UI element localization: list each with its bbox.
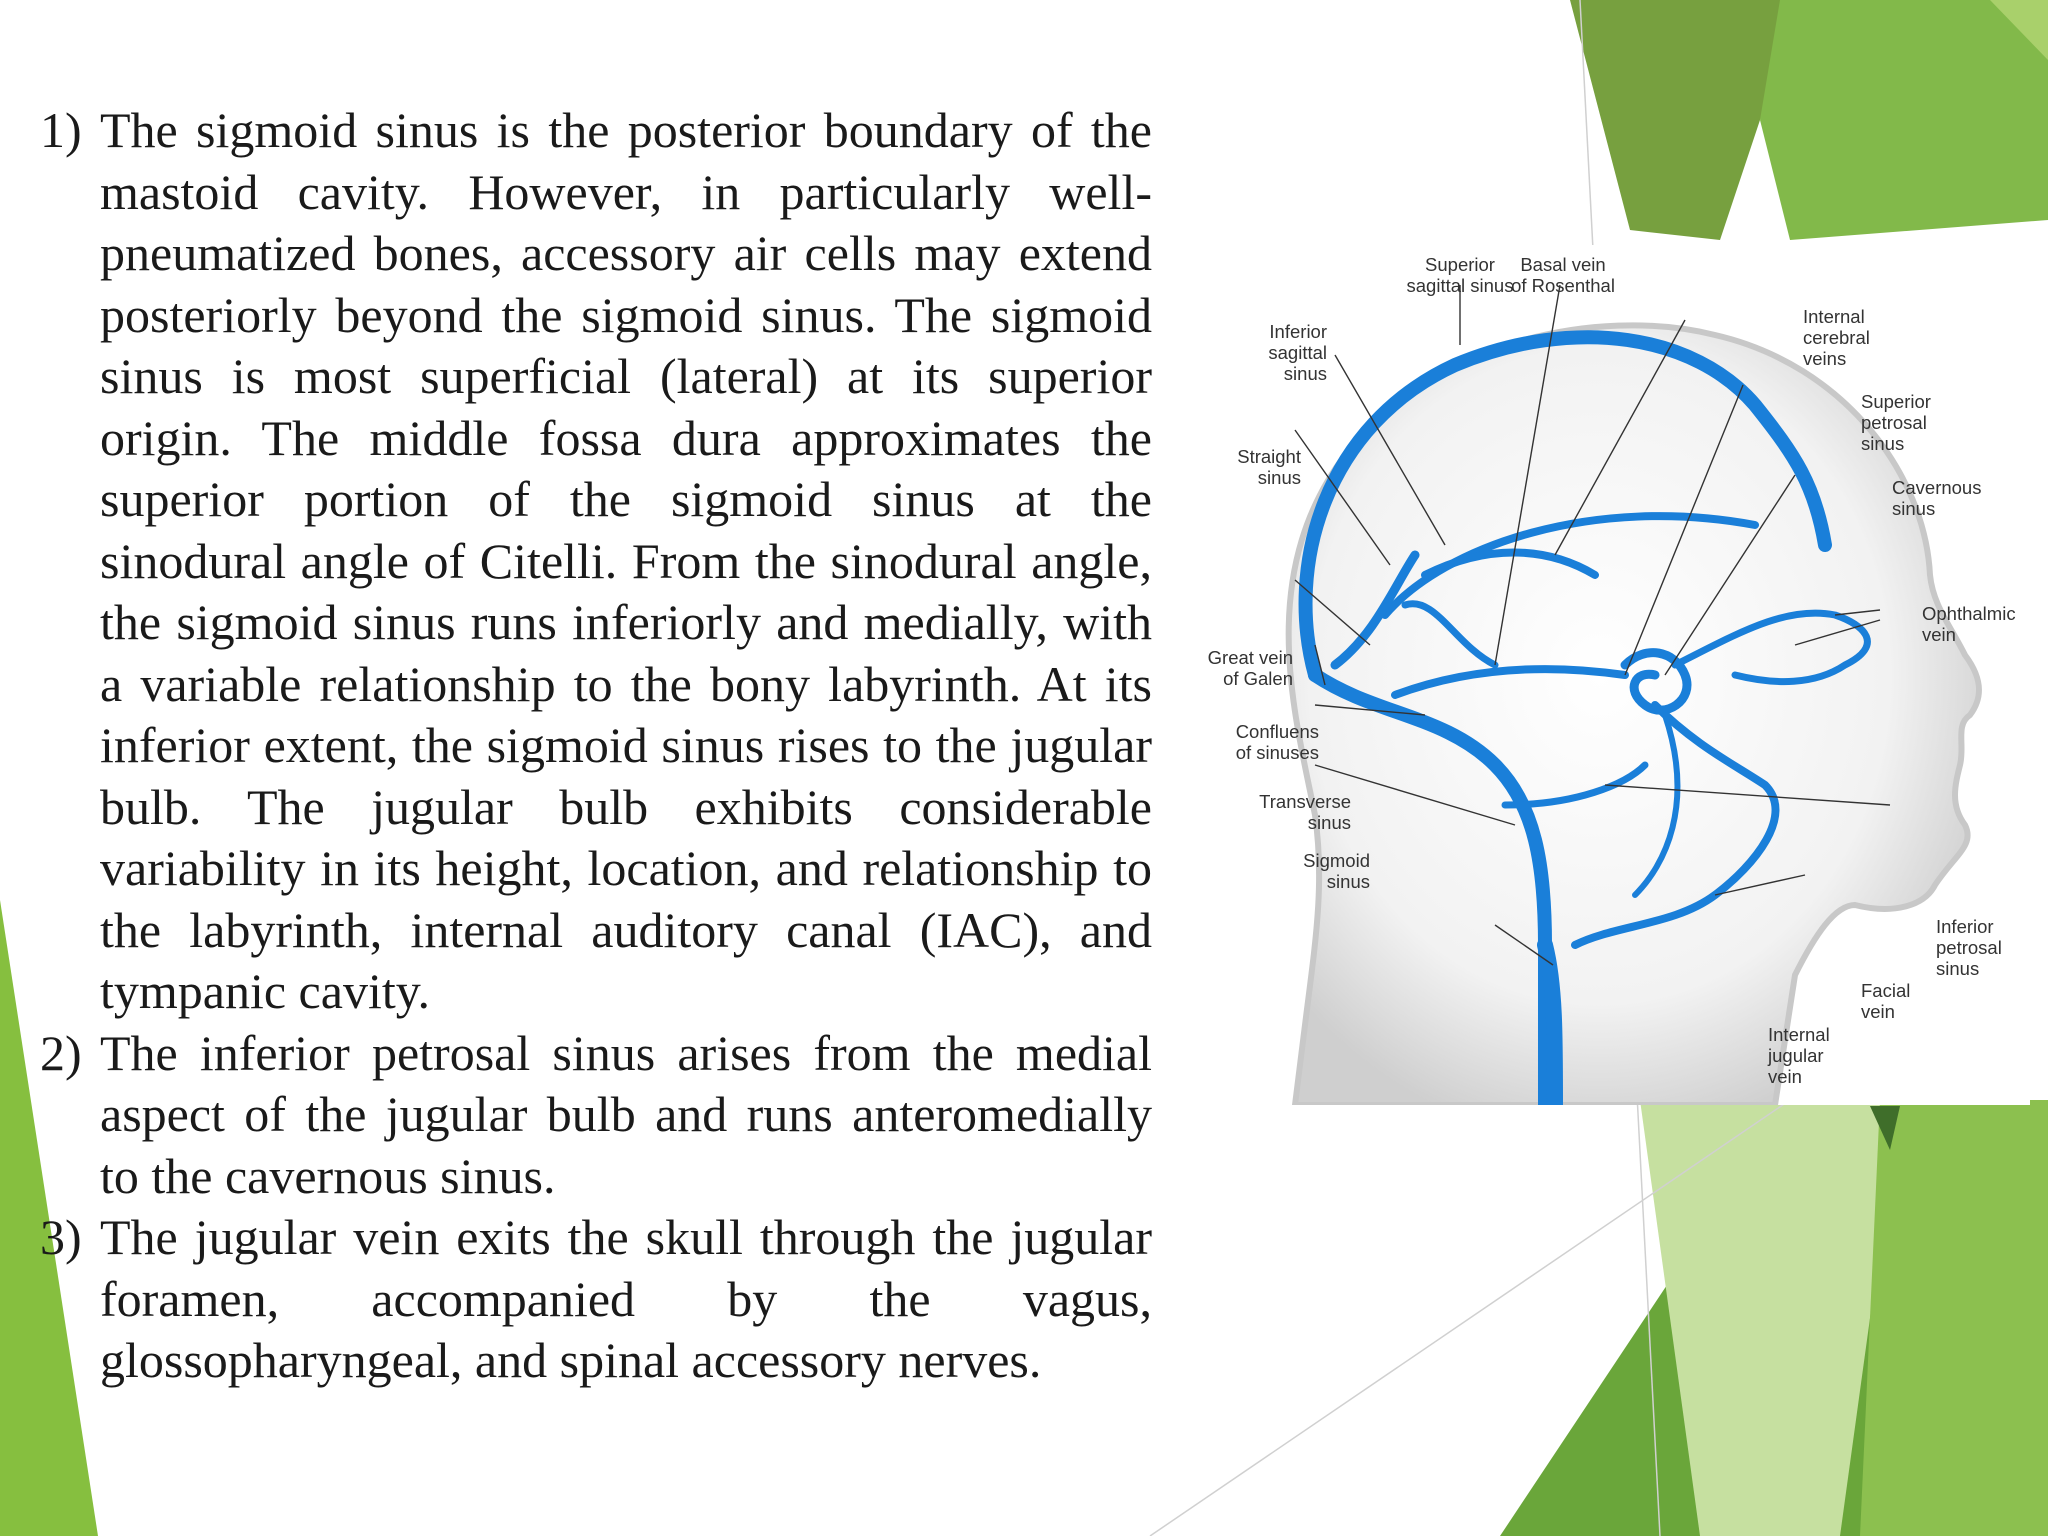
transverse-sinus (1308, 668, 1552, 1105)
label-ophthalmic: Ophthalmic (1922, 603, 2016, 624)
label-basal-vein: Basal vein (1520, 254, 1605, 275)
list-text: The jugular vein exits the skull through… (100, 1209, 1152, 1388)
deco-green-top-right (1760, 0, 2048, 240)
list-item-1: 1) The sigmoid sinus is the posterior bo… (40, 100, 1152, 1023)
label-internal-jugular: jugular (1767, 1045, 1824, 1066)
leader-inferior-petrosal (1604, 784, 1891, 806)
label-cavernous: sinus (1892, 498, 1935, 519)
leader-inferior-sagittal (1334, 354, 1446, 546)
label-transverse: Transverse (1259, 791, 1351, 812)
label-inferior-petrosal: petrosal (1936, 937, 2002, 958)
label-cavernous: Cavernous (1892, 477, 1981, 498)
label-straight-sinus: sinus (1258, 467, 1301, 488)
label-inferior-petrosal: Inferior (1936, 916, 1994, 937)
label-internal-cerebral: Internal (1803, 306, 1865, 327)
label-basal-vein: of Rosenthal (1511, 275, 1615, 296)
label-inferior-petrosal: sinus (1936, 958, 1979, 979)
label-inferior-sagittal: sinus (1284, 363, 1327, 384)
label-inferior-sagittal: sagittal (1268, 342, 1327, 363)
leader-ophthalmic-1 (1834, 609, 1881, 616)
deco-green-band-lower (1860, 1100, 2048, 1536)
deco-dark-green-stripe (1570, 0, 1800, 240)
label-sigmoid: sinus (1327, 871, 1370, 892)
leader-facial (1714, 874, 1806, 896)
numbered-list: 1) The sigmoid sinus is the posterior bo… (40, 100, 1152, 1392)
label-inferior-sagittal: Inferior (1269, 321, 1327, 342)
label-superior-petrosal: Superior (1861, 391, 1931, 412)
list-number: 2) (40, 1024, 82, 1081)
facial-vein (1571, 701, 1780, 949)
list-item-3: 3) The jugular vein exits the skull thro… (40, 1207, 1152, 1392)
label-facial-vein: vein (1861, 1001, 1895, 1022)
superior-petrosal-sinus (1391, 665, 1629, 699)
deco-light-green-lower (1640, 1100, 1900, 1536)
label-internal-jugular: vein (1768, 1066, 1802, 1087)
deco-dark-green-lower (1870, 1106, 1900, 1150)
label-superior-sagittal-sinus: Superior (1425, 254, 1495, 275)
leader-cavernous (1664, 474, 1796, 676)
label-superior-sagittal-sinus: sagittal sinus (1407, 275, 1514, 296)
leader-ophthalmic-2 (1794, 619, 1881, 646)
label-confluens: of sinuses (1236, 742, 1319, 763)
list-number: 3) (40, 1209, 82, 1265)
superior-sagittal-sinus (1298, 330, 1832, 682)
leader-straight-sinus (1294, 429, 1391, 566)
basal-vein (1401, 600, 1499, 669)
label-great-vein: Great vein (1208, 647, 1293, 668)
list-text: The inferior petrosal sinus arises from … (100, 1024, 1152, 1204)
list-number: 1) (40, 102, 82, 158)
leader-sigmoid (1314, 764, 1516, 826)
inferior-petrosal-sinus (1501, 761, 1649, 809)
leader-internal-jugular (1494, 924, 1554, 966)
label-internal-cerebral: cerebral (1803, 327, 1870, 348)
head-silhouette (1285, 322, 1983, 1105)
label-superior-petrosal: petrosal (1861, 412, 1927, 433)
leader-basal-vein (1494, 284, 1561, 666)
label-confluens: Confluens (1236, 721, 1319, 742)
list-item-2: 2) The inferior petrosal sinus arises fr… (40, 1023, 1152, 1208)
leader-transverse (1314, 704, 1426, 716)
leader-confluens (1314, 644, 1326, 686)
label-transverse: sinus (1308, 812, 1351, 833)
list-text: The sigmoid sinus is the posterior bound… (100, 102, 1152, 1019)
label-ophthalmic: vein (1922, 624, 1956, 645)
inferior-sagittal-sinus (1381, 512, 1759, 619)
straight-sinus (1330, 550, 1420, 670)
deep-facial-branch (1632, 712, 1681, 898)
leader-great-vein (1294, 579, 1371, 646)
ophthalmic-vein (1671, 609, 1871, 685)
venous-anatomy-figure: Superior sagittal sinus Basal vein of Ro… (1195, 245, 2030, 1105)
main-text: 1) The sigmoid sinus is the posterior bo… (40, 100, 1152, 1392)
deco-left-green (0, 900, 98, 1536)
label-internal-cerebral: veins (1803, 348, 1846, 369)
label-straight-sinus: Straight (1237, 446, 1301, 467)
leader-internal-cerebral (1554, 319, 1686, 556)
deco-thin-line-2 (1149, 1099, 1791, 1536)
label-great-vein: of Galen (1223, 668, 1293, 689)
cavernous-sinus-network (1620, 648, 1692, 715)
deco-light-green-corner (1990, 0, 2048, 60)
label-sigmoid: Sigmoid (1303, 850, 1370, 871)
leader-superior-petrosal (1624, 384, 1744, 676)
label-superior-petrosal: sinus (1861, 433, 1904, 454)
label-facial-vein: Facial (1861, 980, 1910, 1001)
figure-svg: Superior sagittal sinus Basal vein of Ro… (1208, 254, 2016, 1105)
label-internal-jugular: Internal (1768, 1024, 1830, 1045)
internal-jugular-vein (1537, 937, 1563, 1105)
